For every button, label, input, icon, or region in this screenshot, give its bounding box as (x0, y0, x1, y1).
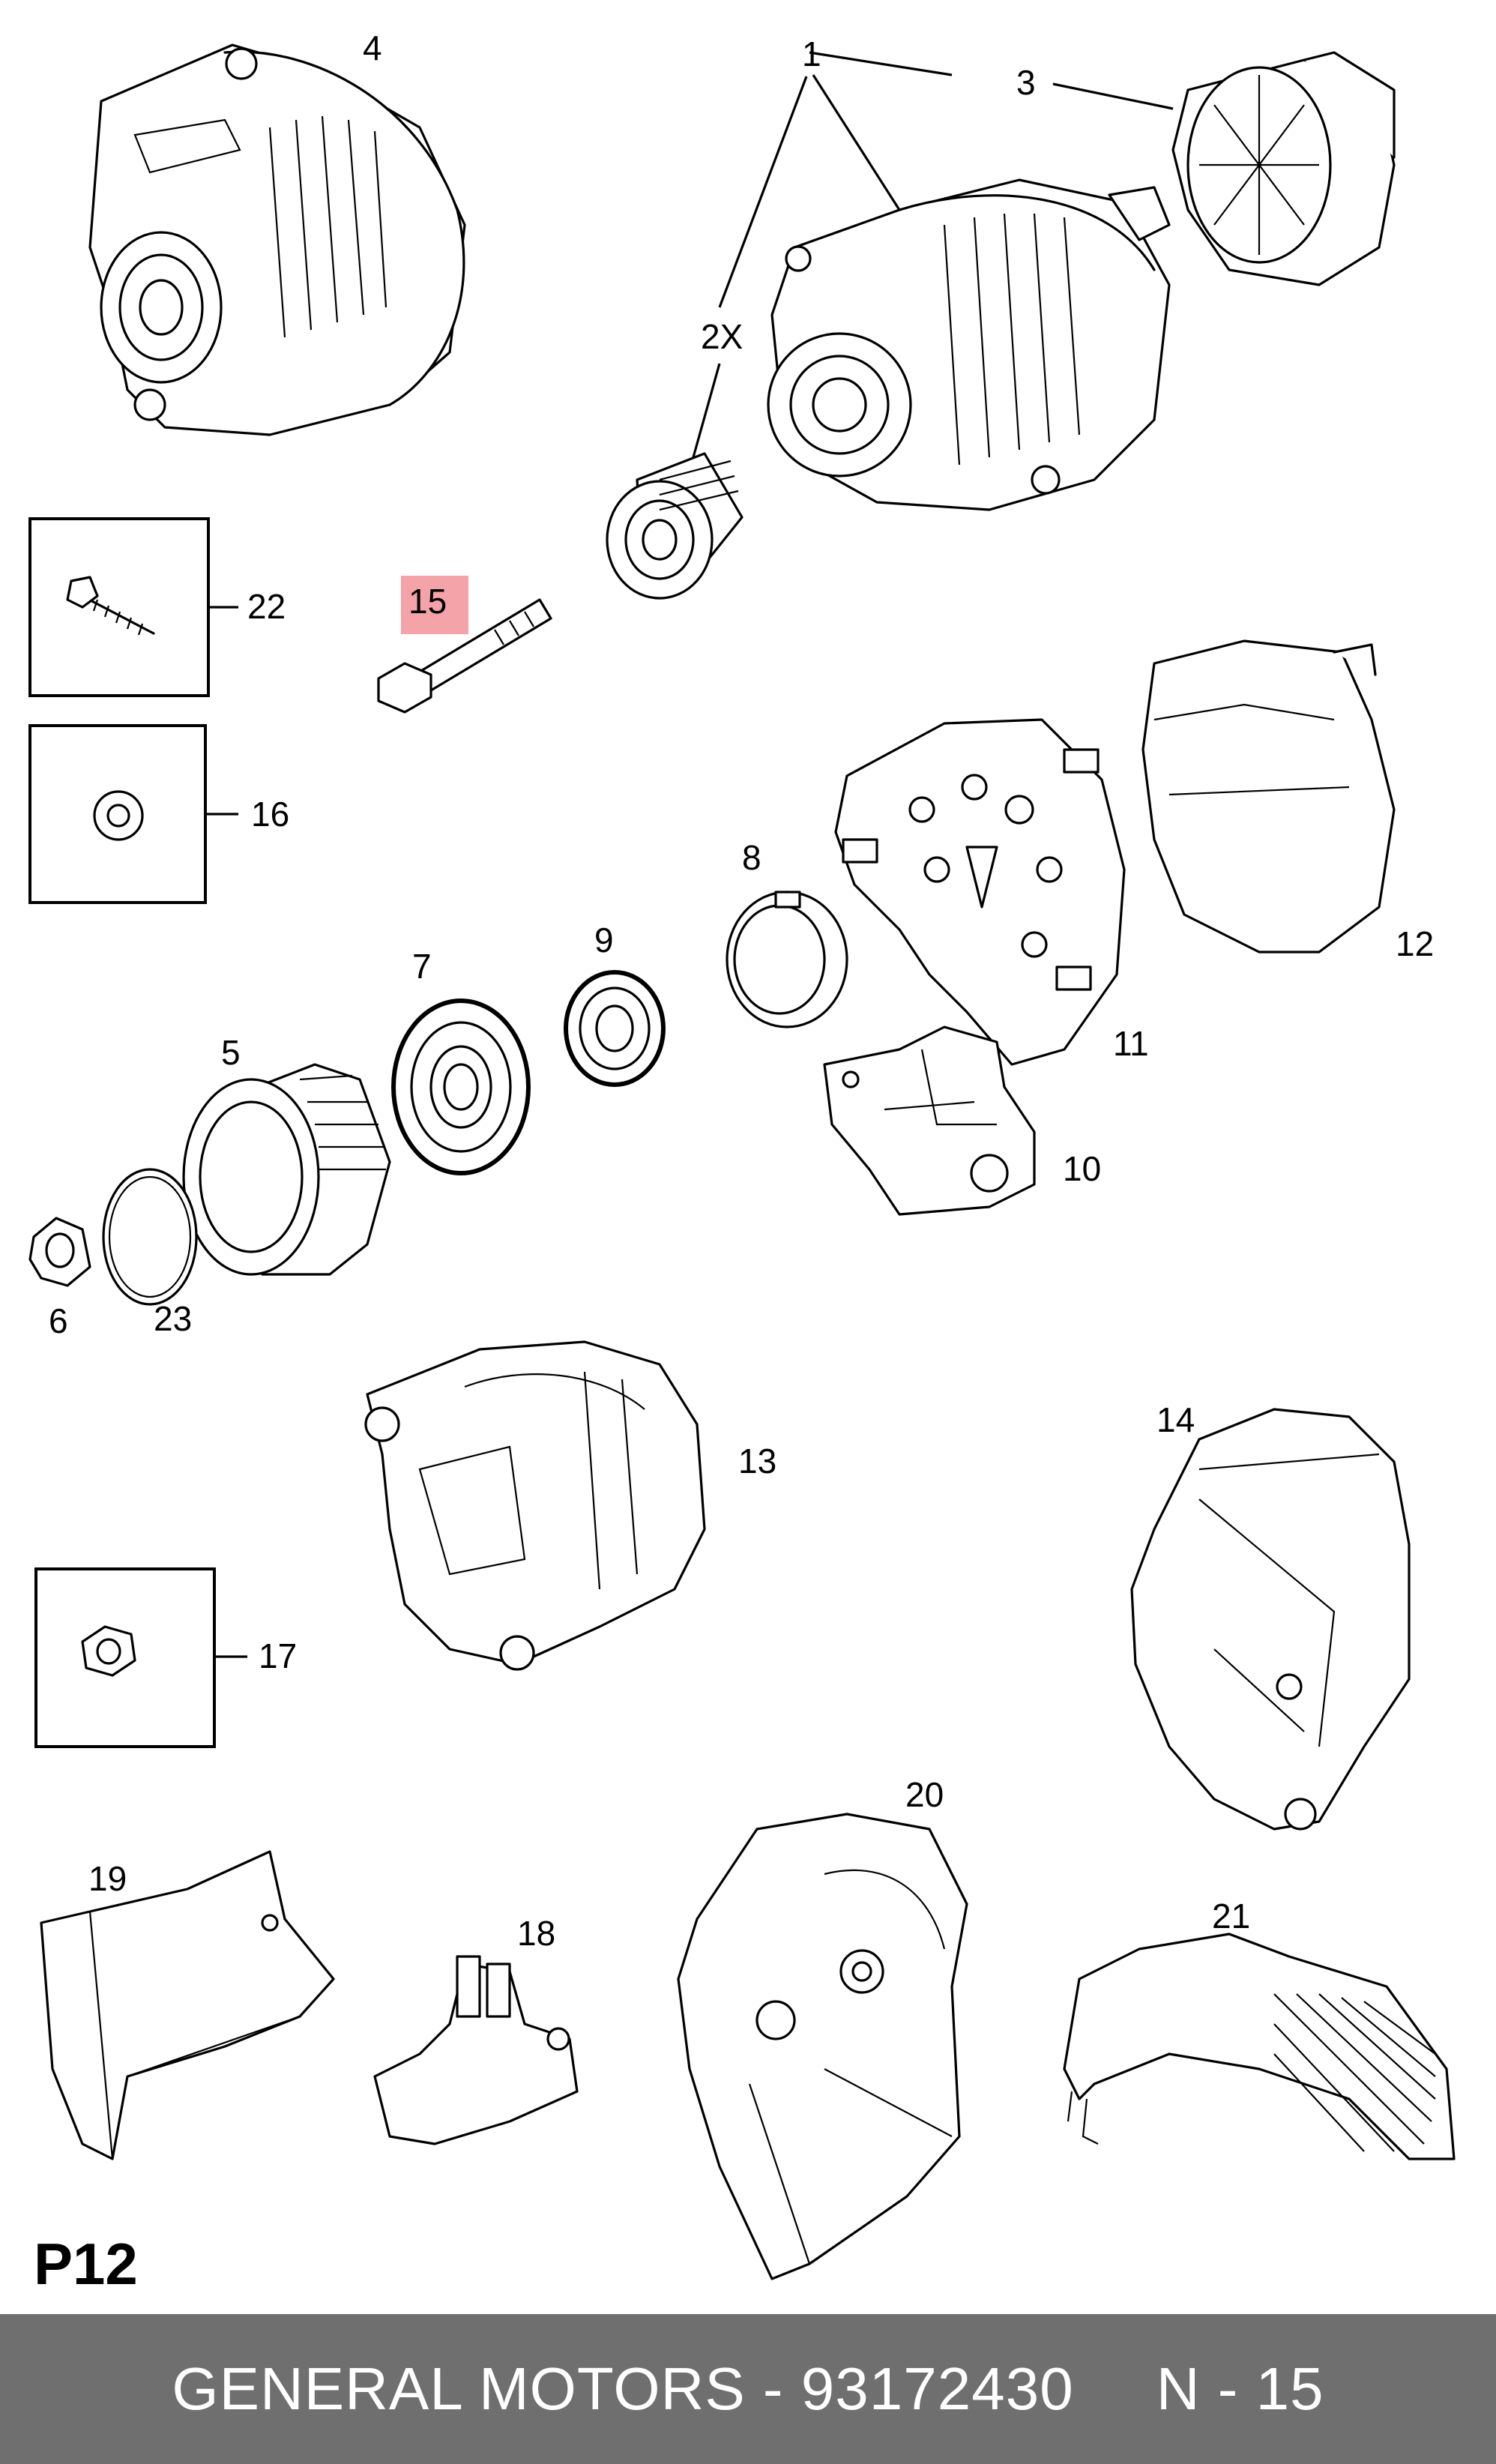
footer-brand-part: GENERAL MOTORS - 93172430 (172, 2355, 1074, 2422)
callout-7: 7 (412, 947, 432, 986)
part-9-bearing (564, 970, 666, 1087)
leader-1-3 (809, 51, 953, 76)
callout-17: 17 (259, 1636, 297, 1675)
part-12-cover (1141, 639, 1396, 954)
part-2x-pulley (606, 452, 744, 600)
part-20-end-shield (677, 1813, 968, 2280)
callout-20: 20 (905, 1775, 944, 1814)
callout-12: 12 (1396, 924, 1434, 963)
callout-9: 9 (594, 921, 614, 960)
callout-8: 8 (742, 838, 761, 877)
part-15-bolt (377, 598, 552, 714)
part-13-housing (364, 1340, 706, 1671)
part-16-nut (93, 790, 144, 841)
page-code: P12 (34, 2231, 138, 2297)
callout-15: 15 (408, 582, 447, 621)
part-7-bearing (391, 998, 531, 1175)
part-17-nut (81, 1625, 136, 1677)
footer-bar: GENERAL MOTORS - 93172430 N - 15 (0, 2314, 1496, 2464)
callout-19: 19 (88, 1859, 127, 1898)
callout-4: 4 (363, 28, 382, 67)
callout-21: 21 (1212, 1897, 1250, 1936)
part-5-pulley (182, 1063, 391, 1276)
leader-2x (692, 363, 721, 458)
part-22-screw (66, 576, 155, 636)
part-8-ring (726, 891, 848, 1028)
callout-16: 16 (251, 795, 289, 834)
callout-5: 5 (221, 1033, 241, 1072)
leader-3 (1052, 82, 1174, 110)
part-23-ring (102, 1168, 198, 1306)
callout-3: 3 (1016, 63, 1036, 102)
callout-14: 14 (1156, 1400, 1195, 1439)
part-3-fan-cover (1171, 51, 1396, 286)
part-10-regulator (823, 1025, 1036, 1216)
callout-11: 11 (1113, 1024, 1149, 1063)
part-19-shield (40, 1850, 335, 2160)
callout-2x: 2X (701, 317, 743, 356)
leader-1-2x (718, 76, 808, 308)
part-1-alternator-assembly (767, 178, 1171, 511)
callout-13: 13 (738, 1442, 776, 1480)
parts-diagram: 4 1 3 2X 22 15 (28, 28, 1456, 2297)
callout-22: 22 (247, 587, 286, 626)
callout-18: 18 (517, 1914, 555, 1953)
footer-ref: N - 15 (1156, 2355, 1324, 2422)
callout-10: 10 (1063, 1149, 1101, 1188)
part-18-brush-holder (373, 1955, 579, 2145)
callout-6: 6 (49, 1301, 68, 1340)
callout-15-highlight (401, 576, 468, 634)
part-6-nut (28, 1217, 91, 1287)
part-22-box (28, 517, 210, 697)
part-11-rectifier (834, 718, 1126, 1066)
callout-23: 23 (154, 1299, 192, 1338)
part-4-alternator (88, 43, 466, 436)
leader-1-assembly (812, 74, 901, 211)
part-14-housing (1130, 1408, 1411, 1831)
part-21-duct (1063, 1933, 1456, 2160)
